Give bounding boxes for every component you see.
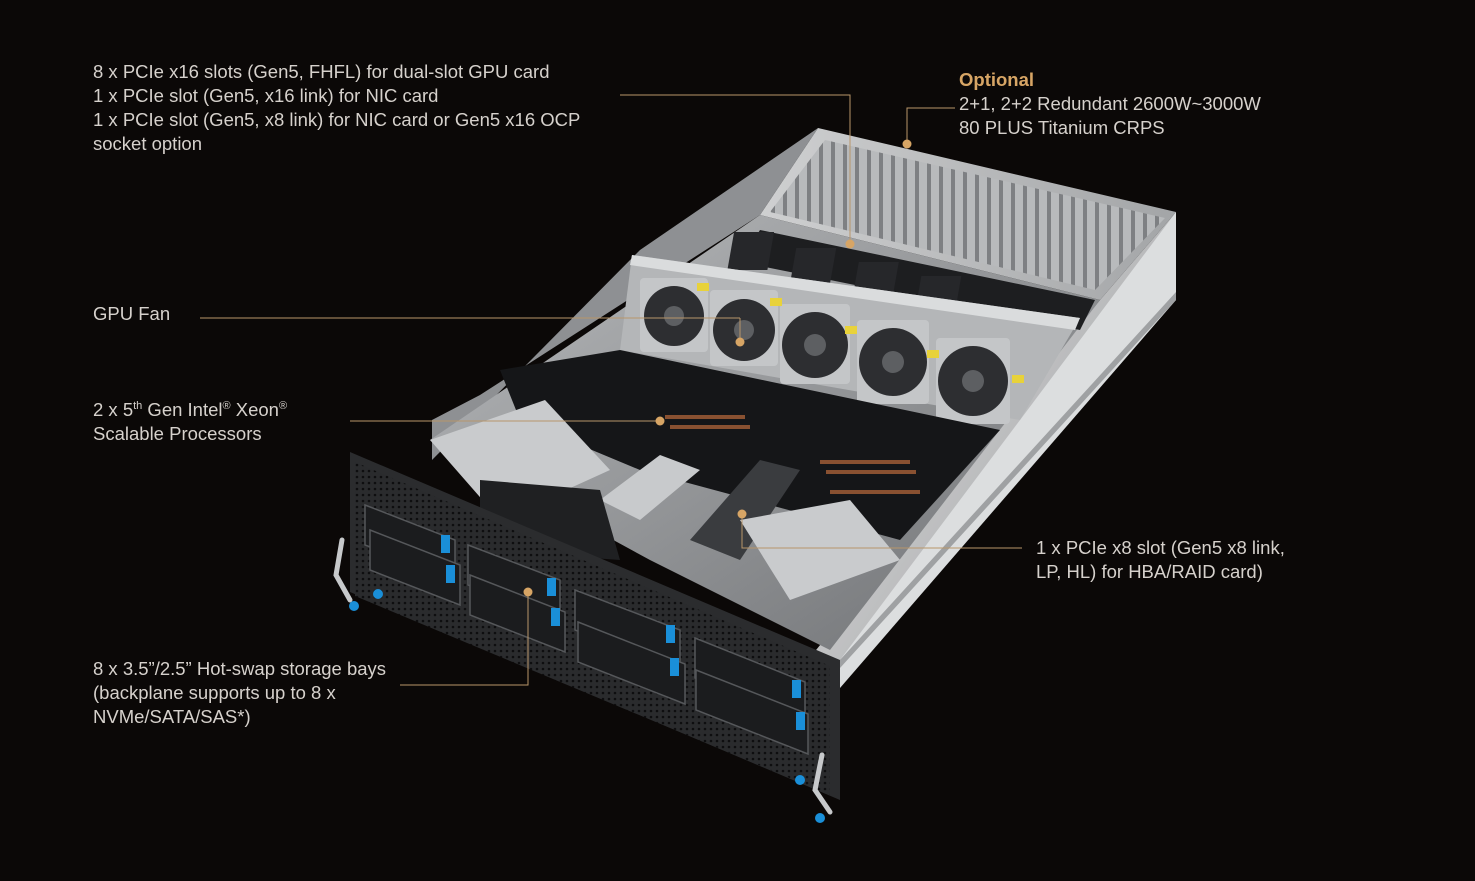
- left-rack-handle: [333, 537, 353, 603]
- pcie-callout-line: 1 x PCIe slot (Gen5, x16 link) for NIC c…: [93, 85, 439, 106]
- fan-callout-line: GPU Fan: [93, 303, 171, 324]
- pcie-callout-line: 1 x PCIe slot (Gen5, x8 link) for NIC ca…: [93, 109, 581, 130]
- leader-psu: [906, 107, 955, 144]
- cpu-callout-line-2: Scalable Processors: [93, 423, 262, 444]
- gpu-fan-callout: GPU Fan: [93, 302, 170, 326]
- power-supply-callout: Optional 2+1, 2+2 Redundant 2600W~3000W …: [959, 68, 1261, 140]
- hba-slot-callout: 1 x PCIe x8 slot (Gen5 x8 link, LP, HL) …: [1036, 536, 1285, 584]
- drive-bays: [364, 503, 809, 756]
- gpu-fan-row: [640, 278, 1024, 424]
- leader-dots: [523, 139, 912, 597]
- right-rack-handle: [812, 752, 833, 815]
- leader-hba: [741, 514, 1022, 549]
- psu-callout-line: 80 PLUS Titanium CRPS: [959, 117, 1165, 138]
- leader-lines: [200, 94, 1022, 686]
- cpu-callout-line-1: 2 x 5th Gen Intel® Xeon®: [93, 399, 288, 420]
- bays-callout-line: 8 x 3.5”/2.5” Hot-swap storage bays: [93, 658, 387, 679]
- processors-callout: 2 x 5th Gen Intel® Xeon® Scalable Proces…: [93, 398, 287, 446]
- pcie-callout-line: 8 x PCIe x16 slots (Gen5, FHFL) for dual…: [93, 61, 550, 82]
- storage-bays-callout: 8 x 3.5”/2.5” Hot-swap storage bays (bac…: [93, 657, 386, 729]
- chassis-left-wall: [432, 128, 818, 460]
- hba-callout-line: 1 x PCIe x8 slot (Gen5 x8 link,: [1036, 537, 1285, 558]
- bays-callout-line: (backplane supports up to 8 x: [93, 682, 336, 703]
- pcie-callout-line: socket option: [93, 133, 203, 154]
- psu-callout-title: Optional: [959, 69, 1035, 90]
- bays-callout-line: NVMe/SATA/SAS*): [93, 706, 251, 727]
- pcie-slots-callout: 8 x PCIe x16 slots (Gen5, FHFL) for dual…: [93, 60, 580, 156]
- psu-callout-line: 2+1, 2+2 Redundant 2600W~3000W: [959, 93, 1261, 114]
- leader-bays: [400, 592, 529, 686]
- hba-callout-line: LP, HL) for HBA/RAID card): [1036, 561, 1263, 582]
- leader-pcie: [620, 94, 851, 244]
